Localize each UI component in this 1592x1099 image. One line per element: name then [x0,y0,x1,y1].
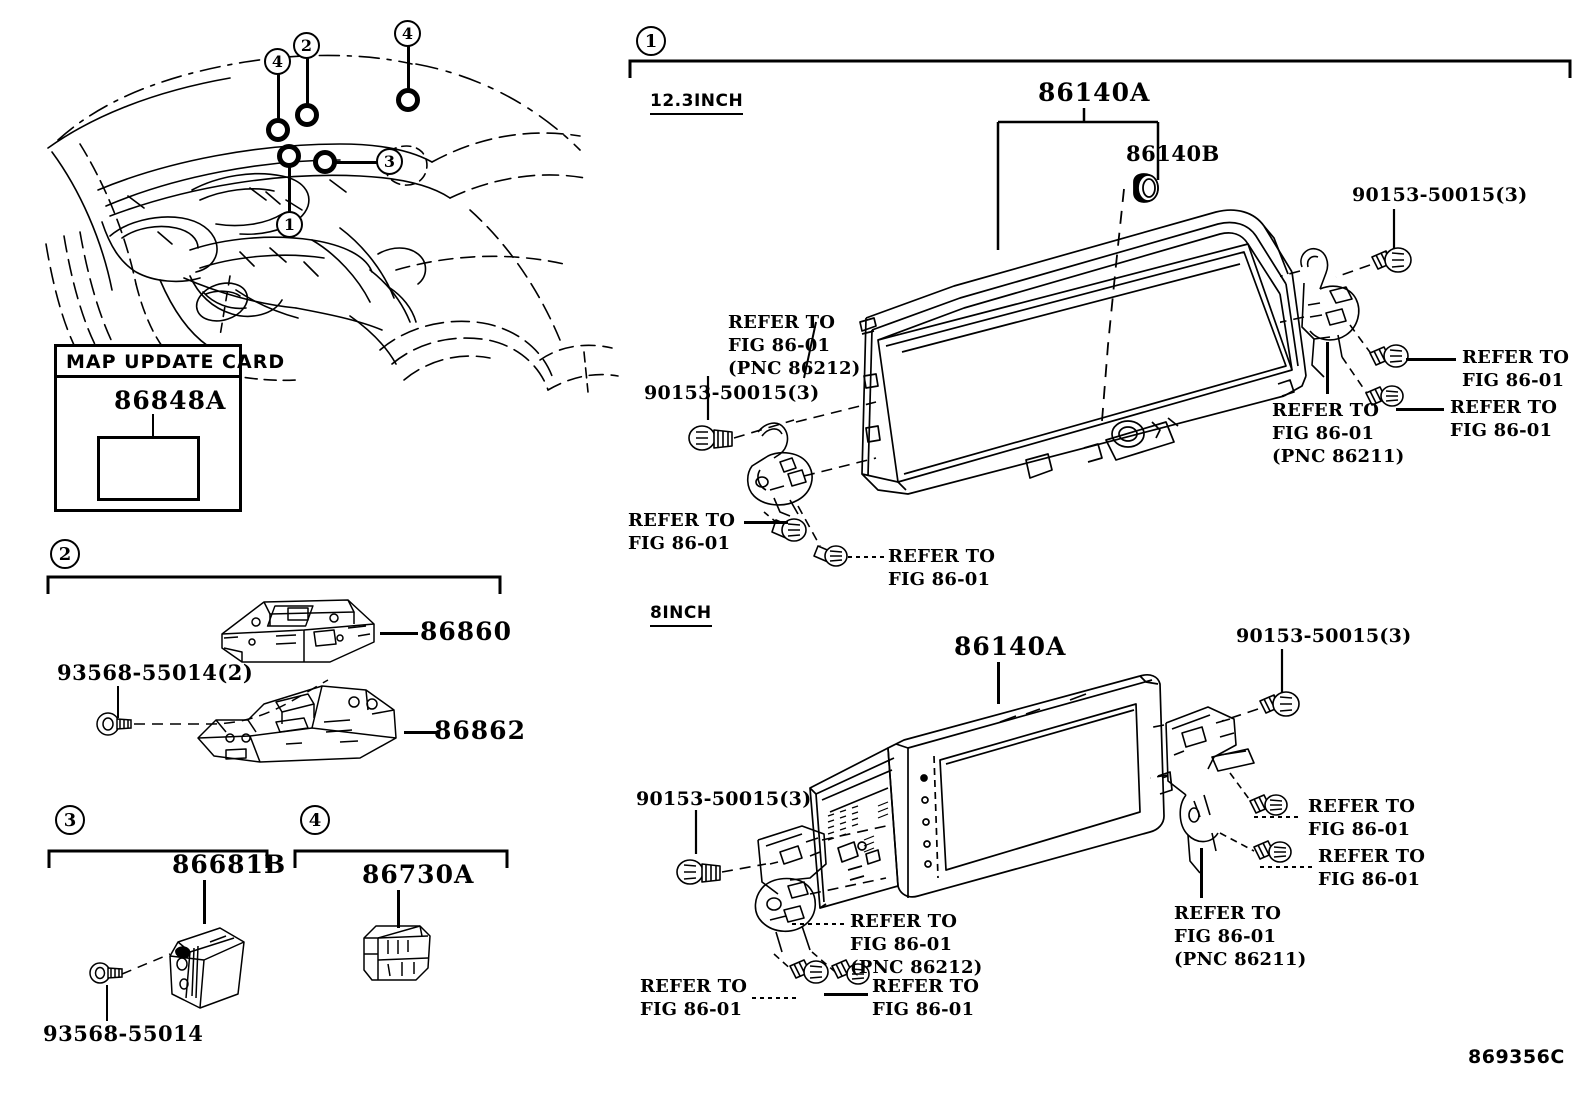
section-bracket-4 [293,848,509,870]
part-number-93568-55014: 93568-55014 [43,1021,204,1046]
section-index-4: 4 [300,805,330,835]
part-number-93568-55014-2: 93568-55014(2) [57,660,254,685]
callout-leader-4b [407,42,410,92]
leader-refer-8-left-lower [750,992,800,1004]
leader-refer-8-right-upper [1252,811,1304,823]
bracket-assembly-left-12-3 [680,370,880,580]
display-unit-8inch [800,648,1200,918]
callout-circle-4a: 4 [264,48,291,75]
bracket-assembly-right-8inch [1150,645,1360,895]
part-illustration-86730A [358,920,436,986]
part-number-86681B: 86681B [172,850,287,879]
leader-refer-pnc86212-12-3 [800,320,824,380]
section-bracket-3 [47,848,269,870]
leader-86681B [203,880,206,924]
callout-ring-4a [266,118,290,142]
part-number-86140A-12-3: 86140A [1038,78,1151,107]
map-update-card-graphic [97,436,200,501]
leader-93568-55014 [106,985,108,1021]
callout-leader-1 [288,166,291,214]
dashline-86140B [1092,185,1128,425]
leader-refer-12-3-right-lower [1396,408,1444,411]
refer-label-8-left-lower: REFER TO FIG 86-01 [640,976,748,1021]
assembly-dashline-86862 [132,676,332,732]
callout-circle-2: 2 [293,32,320,59]
refer-label-8-right-upper: REFER TO FIG 86-01 [1308,796,1416,841]
refer-label-8-pnc86211: REFER TO FIG 86-01 (PNC 86211) [1174,903,1307,971]
callout-ring-3 [313,150,337,174]
assembly-dashline-86681B [120,948,172,980]
callout-leader-3 [336,161,378,164]
part-number-90153-50015-8-right: 90153-50015(3) [1236,625,1412,647]
map-update-card-divider [57,375,239,378]
refer-label-12-3-pnc86212: REFER TO FIG 86-01 (PNC 86212) [728,312,861,380]
callout-circle-1: 1 [276,211,303,238]
variant-label-12-3inch: 12.3INCH [650,91,744,115]
leader-86860 [380,632,418,635]
leader-86140A-8 [997,662,1000,704]
section-bracket-2 [46,574,502,596]
refer-label-12-3-bottom: REFER TO FIG 86-01 [888,546,996,591]
callout-leader-4a [277,64,280,122]
callout-ring-1 [277,144,301,168]
part-number-90153-50015-12-3-right: 90153-50015(3) [1352,184,1528,206]
part-number-86862: 86862 [434,716,526,745]
leader-refer-8-pnc86212 [790,918,850,930]
leader-refer-8-bottom [824,993,868,996]
knob-icon-86140B [1128,172,1164,204]
leader-refer-8-pnc86211 [1200,848,1203,898]
section-index-1: 1 [636,26,666,56]
leader-86862 [404,731,440,734]
callout-ring-4b [396,88,420,112]
part-number-86730A: 86730A [362,860,475,889]
bracket-assembly-left-8inch [670,806,890,1016]
callout-leader-2 [306,48,309,106]
variant-label-8inch: 8INCH [650,603,712,627]
part-number-90153-50015-8-left: 90153-50015(3) [636,788,812,810]
map-update-card-title: MAP UPDATE CARD [66,351,286,373]
refer-label-12-3-left-lower: REFER TO FIG 86-01 [628,510,736,555]
leader-refer-pnc86211-12-3 [1326,342,1329,394]
leader-86848A [152,414,154,440]
leader-refer-12-3-bottom [846,549,890,561]
callout-circle-3: 3 [376,148,403,175]
leader-refer-12-3-right-upper [1406,358,1456,361]
part-number-86140A-8: 86140A [954,632,1067,661]
part-number-86140B: 86140B [1126,141,1220,166]
leader-93568-55014-2 [117,686,119,718]
part-illustration-86862 [190,676,408,770]
part-illustration-86681B [160,920,252,1012]
part-number-86860: 86860 [420,617,512,646]
refer-label-12-3-pnc86211: REFER TO FIG 86-01 (PNC 86211) [1272,400,1405,468]
leader-86140A-12-3 [996,108,1161,254]
figure-code: 869356C [1468,1046,1565,1068]
part-number-86848A: 86848A [114,386,227,415]
leader-refer-8-right-lower [1258,861,1314,873]
screw-icon-93568-55014-2 [95,711,137,737]
leader-86730A [397,890,400,928]
screw-icon-93568-55014 [88,960,128,986]
refer-label-8-bottom: REFER TO FIG 86-01 [872,976,980,1021]
callout-circle-4b: 4 [394,20,421,47]
refer-label-12-3-right-lower: REFER TO FIG 86-01 [1450,397,1558,442]
bracket-assembly-right-12-3 [1280,205,1480,435]
part-illustration-86860 [218,592,378,670]
callout-ring-2 [295,103,319,127]
section-index-3: 3 [55,805,85,835]
display-unit-12-3inch [836,190,1356,510]
leader-refer-12-3-left-lower [744,521,788,524]
section-index-2: 2 [50,539,80,569]
part-number-90153-50015-12-3-left: 90153-50015(3) [644,382,820,404]
refer-label-12-3-right-upper: REFER TO FIG 86-01 [1462,347,1570,392]
refer-label-8-right-lower: REFER TO FIG 86-01 [1318,846,1426,891]
refer-label-8-pnc86212: REFER TO FIG 86-01 (PNC 86212) [850,911,983,979]
section-bracket-1 [628,58,1572,80]
